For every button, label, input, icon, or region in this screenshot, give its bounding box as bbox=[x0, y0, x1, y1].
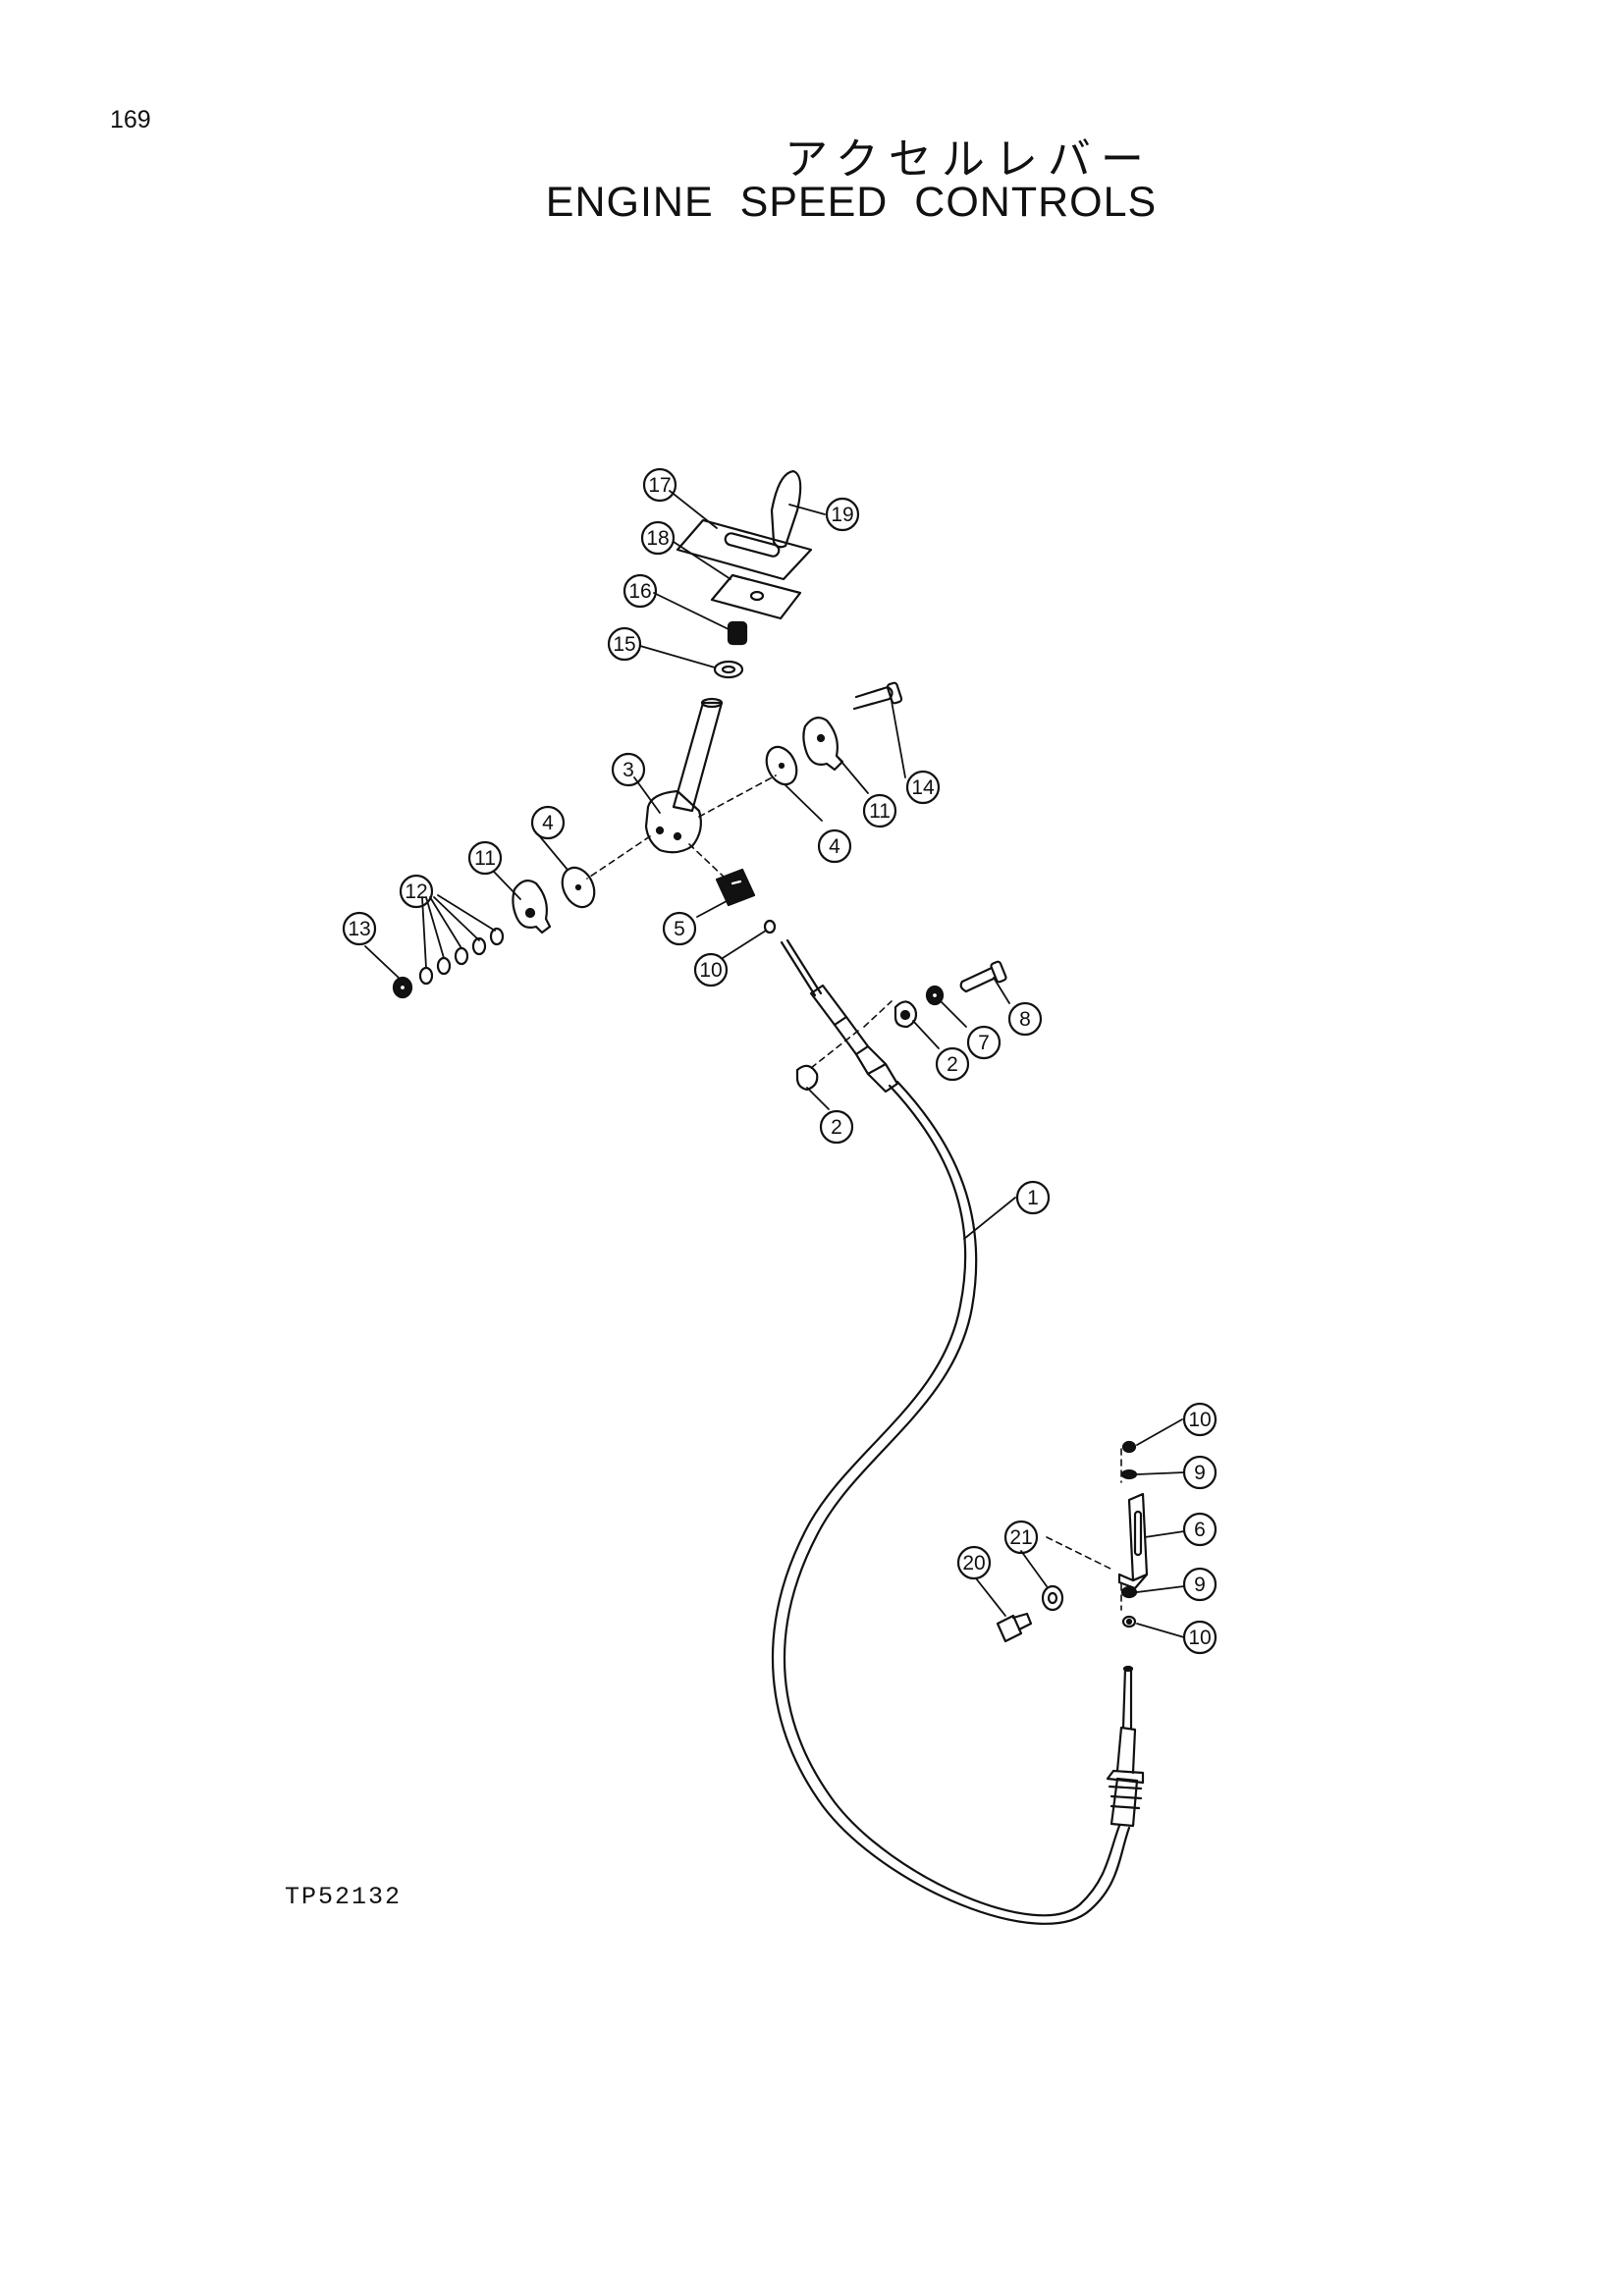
callout-2-upper-label: 2 bbox=[947, 1053, 958, 1076]
callout-2-upper: 2 bbox=[935, 1046, 970, 1082]
part-clevis bbox=[715, 868, 756, 907]
title-japanese: アクセルレバー bbox=[785, 134, 1154, 185]
assembly-axis-lines bbox=[586, 774, 1122, 1611]
part-gasket-plate bbox=[710, 573, 802, 620]
callout-1: 1 bbox=[1015, 1180, 1051, 1215]
callout-18-label: 18 bbox=[646, 527, 669, 550]
callout-10-upper-label: 10 bbox=[699, 959, 722, 982]
callout-9-upper-label: 9 bbox=[1194, 1462, 1206, 1484]
page-number: 169 bbox=[110, 106, 151, 133]
part-nut bbox=[392, 976, 413, 999]
callout-20-label: 20 bbox=[962, 1552, 985, 1575]
callout-21: 21 bbox=[1003, 1520, 1039, 1555]
callout-12-label: 12 bbox=[405, 881, 427, 903]
callout-15: 15 bbox=[607, 626, 642, 662]
callout-4-right: 4 bbox=[817, 828, 852, 864]
callout-4-left-label: 4 bbox=[542, 812, 554, 834]
part-small-nut-lower-top bbox=[1121, 1440, 1137, 1454]
callout-19: 19 bbox=[825, 497, 860, 532]
callout-10-upper: 10 bbox=[693, 952, 729, 988]
part-washer bbox=[713, 660, 744, 679]
part-washer-right bbox=[765, 745, 798, 786]
callout-14-label: 14 bbox=[911, 776, 935, 799]
callout-11-right: 11 bbox=[862, 793, 897, 828]
part-bracket-bolt bbox=[996, 1612, 1033, 1643]
part-control-cable bbox=[771, 938, 1145, 1925]
callout-21-label: 21 bbox=[1009, 1526, 1032, 1549]
callout-10-bracket-bottom: 10 bbox=[1182, 1620, 1218, 1655]
part-bolt-lower bbox=[959, 960, 1007, 993]
callout-9-lower: 9 bbox=[1182, 1567, 1218, 1602]
part-lever bbox=[644, 697, 724, 854]
callout-4-right-label: 4 bbox=[829, 835, 840, 858]
callout-14: 14 bbox=[905, 770, 941, 805]
part-slotted-plate bbox=[676, 518, 813, 581]
drawing-code: TP52132 bbox=[285, 1883, 403, 1911]
part-cable-clamp-upper bbox=[893, 1000, 918, 1029]
callout-7: 7 bbox=[966, 1025, 1001, 1060]
callout-3: 3 bbox=[611, 752, 646, 787]
callout-17: 17 bbox=[642, 467, 677, 503]
callout-19-label: 19 bbox=[831, 504, 853, 526]
part-cable-clamp-lower bbox=[795, 1064, 819, 1092]
callout-4-left: 4 bbox=[530, 805, 566, 840]
callout-1-label: 1 bbox=[1027, 1187, 1039, 1209]
part-washer-lower-top bbox=[1120, 1468, 1138, 1480]
callout-17-label: 17 bbox=[648, 474, 671, 497]
callout-9-lower-label: 9 bbox=[1194, 1574, 1206, 1596]
callout-2-lower-label: 2 bbox=[831, 1116, 842, 1139]
callout-2-lower: 2 bbox=[819, 1109, 854, 1145]
part-washer-set bbox=[418, 927, 505, 986]
callout-20: 20 bbox=[956, 1545, 992, 1580]
callout-15-label: 15 bbox=[613, 633, 635, 656]
callout-8: 8 bbox=[1007, 1001, 1043, 1037]
part-washer-lower-bottom bbox=[1120, 1585, 1138, 1599]
part-bolt-upper bbox=[852, 681, 903, 711]
callout-5-label: 5 bbox=[674, 918, 685, 940]
callout-6-label: 6 bbox=[1194, 1519, 1206, 1541]
leader-lines bbox=[364, 490, 1185, 1638]
callout-10-bracket-top-label: 10 bbox=[1188, 1409, 1211, 1431]
part-spring bbox=[727, 620, 748, 646]
callout-3-label: 3 bbox=[623, 759, 634, 781]
part-friction-plate-left bbox=[512, 879, 552, 934]
callout-11-right-label: 11 bbox=[869, 800, 891, 823]
page-title: ENGINE SPEED CONTROLS bbox=[545, 179, 1158, 226]
callout-13: 13 bbox=[342, 911, 377, 946]
part-washer-left bbox=[561, 866, 596, 909]
callout-8-label: 8 bbox=[1019, 1008, 1031, 1031]
part-small-nut-lower-bottom bbox=[1121, 1615, 1137, 1629]
callout-11-left: 11 bbox=[467, 840, 503, 876]
callout-11-left-label: 11 bbox=[474, 847, 496, 870]
callout-5: 5 bbox=[662, 911, 697, 946]
callout-12: 12 bbox=[399, 874, 434, 909]
part-small-nut-upper bbox=[763, 919, 777, 934]
callout-10-bracket-top: 10 bbox=[1182, 1402, 1218, 1437]
callout-16-label: 16 bbox=[628, 580, 651, 603]
callout-9-upper: 9 bbox=[1182, 1455, 1218, 1490]
part-bracket-washer bbox=[1041, 1584, 1064, 1612]
part-lock-nut bbox=[925, 985, 945, 1006]
callout-16: 16 bbox=[623, 573, 658, 609]
callout-6: 6 bbox=[1182, 1512, 1218, 1547]
callout-10-bracket-bottom-label: 10 bbox=[1188, 1627, 1211, 1649]
part-knob bbox=[770, 469, 802, 549]
part-friction-plate-right bbox=[802, 716, 844, 772]
callout-13-label: 13 bbox=[348, 918, 370, 940]
callout-7-label: 7 bbox=[978, 1032, 990, 1054]
part-mounting-bracket bbox=[1117, 1492, 1149, 1590]
callout-18: 18 bbox=[640, 520, 676, 556]
